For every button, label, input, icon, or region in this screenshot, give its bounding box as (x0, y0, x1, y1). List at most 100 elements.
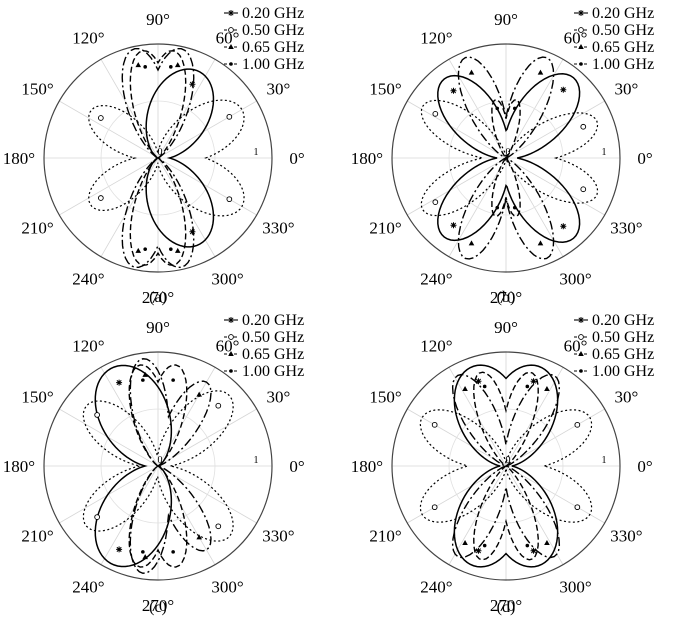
series-marker (94, 412, 100, 418)
angle-tick-label: 120° (420, 337, 452, 356)
angle-tick-label: 300° (211, 269, 243, 288)
series-marker (143, 65, 147, 69)
angle-tick-label: 60° (216, 337, 240, 356)
legend-marker (578, 44, 584, 49)
series-marker (141, 378, 145, 382)
radial-tick-label: 1 (602, 147, 607, 158)
angle-tick-label: 270° (142, 596, 174, 615)
angle-tick-label: 90° (494, 10, 518, 29)
series-marker (482, 384, 487, 389)
angle-tick-label: 210° (21, 219, 53, 238)
polar-panel-1: 0°30°60°90°120°150°180°210°240°270°300°3… (3, 5, 305, 307)
series-line-1-00-GHz (491, 98, 521, 218)
angle-tick-label: 0° (637, 457, 652, 476)
angle-tick-label: 270° (142, 288, 174, 307)
panel-caption: (d) (497, 599, 516, 616)
series-marker (142, 371, 148, 377)
angle-tick-label: 240° (420, 269, 452, 288)
angle-tick-label: 180° (351, 457, 383, 476)
series-line-1-00-GHz (129, 50, 187, 266)
series-marker (525, 384, 530, 389)
legend-entry-label: 0.65 GHz (592, 346, 654, 363)
polar-panel-3: 0°30°60°90°120°150°180°210°240°270°300°3… (3, 312, 305, 616)
angle-tick-label: 30° (615, 387, 639, 406)
series-marker (226, 196, 233, 203)
angle-tick-label: 60° (216, 29, 240, 48)
radial-tick-label: 0 (158, 147, 163, 158)
series-marker (512, 205, 517, 210)
series-marker (432, 110, 439, 117)
polar-boundary (391, 43, 621, 273)
legend-entry-label: 0.20 GHz (592, 312, 654, 329)
legend-marker (228, 10, 234, 16)
series-marker (142, 554, 148, 560)
legend-entry-label: 1.00 GHz (592, 363, 654, 380)
polar-panel-2: 0°30°60°90°120°150°180°210°240°270°300°3… (351, 5, 654, 307)
radial-tick-label: 1 (254, 455, 259, 466)
series-line-1-00-GHz (128, 364, 188, 568)
series-line-0-50-GHz (82, 390, 234, 542)
angle-tick-label: 180° (3, 149, 35, 168)
legend-entry-label: 0.50 GHz (592, 22, 654, 39)
series-marker (544, 385, 550, 391)
angle-tick-label: 240° (420, 577, 452, 596)
series-marker (215, 523, 222, 530)
angle-tick-label: 120° (72, 337, 104, 356)
series-marker (475, 547, 482, 554)
legend-entry-label: 0.20 GHz (592, 5, 654, 22)
angle-tick-label: 0° (637, 149, 652, 168)
radial-gridline (100, 408, 216, 524)
legend-entry-label: 0.50 GHz (242, 22, 304, 39)
polar-boundary (391, 351, 621, 581)
angle-tick-label: 90° (494, 318, 518, 337)
series-marker (537, 240, 544, 246)
series-marker (171, 550, 175, 554)
angle-tick-label: 120° (420, 29, 452, 48)
series-line-0-65-GHz (457, 56, 555, 260)
angle-tick-label: 0° (289, 457, 304, 476)
angle-tick-label: 300° (559, 577, 591, 596)
angle-tick-label: 150° (21, 387, 53, 406)
series-line-1-00-GHz (473, 371, 539, 561)
series-marker (189, 81, 196, 88)
angle-tick-label: 0° (289, 149, 304, 168)
angle-tick-label: 90° (146, 10, 170, 29)
angle-tick-label: 150° (369, 387, 401, 406)
series-marker (544, 540, 550, 546)
angle-tick-label: 330° (262, 219, 294, 238)
legend-marker (579, 62, 583, 66)
series-marker (189, 228, 196, 235)
series-marker (174, 62, 181, 68)
radial-gridline (100, 100, 216, 216)
series-marker (530, 378, 537, 385)
series-marker (450, 222, 457, 229)
legend-marker (578, 27, 584, 33)
angle-tick-label: 30° (267, 79, 291, 98)
series-marker (116, 546, 123, 553)
legend-entry-label: 0.20 GHz (242, 5, 304, 22)
series-marker (432, 199, 439, 206)
radial-gridline (448, 100, 564, 216)
series-marker (495, 106, 500, 111)
series-marker (171, 378, 175, 382)
legend-entry-label: 0.65 GHz (242, 39, 304, 56)
series-marker (135, 247, 142, 253)
legend-marker (229, 62, 233, 66)
series-marker (537, 69, 544, 75)
series-marker (475, 378, 482, 385)
series-marker (495, 205, 500, 210)
radial-tick-label: 0 (506, 147, 511, 158)
series-marker (94, 514, 100, 520)
series-line-0-20-GHz (453, 364, 559, 568)
angle-tick-label: 30° (615, 79, 639, 98)
angle-tick-label: 270° (490, 596, 522, 615)
series-marker (196, 534, 202, 540)
series-marker (482, 543, 487, 548)
angle-tick-label: 210° (369, 527, 401, 546)
series-marker (530, 547, 537, 554)
series-marker (215, 402, 222, 409)
series-marker (512, 106, 517, 111)
series-line-0-50-GHz (88, 99, 245, 217)
legend-entry-label: 1.00 GHz (242, 363, 304, 380)
